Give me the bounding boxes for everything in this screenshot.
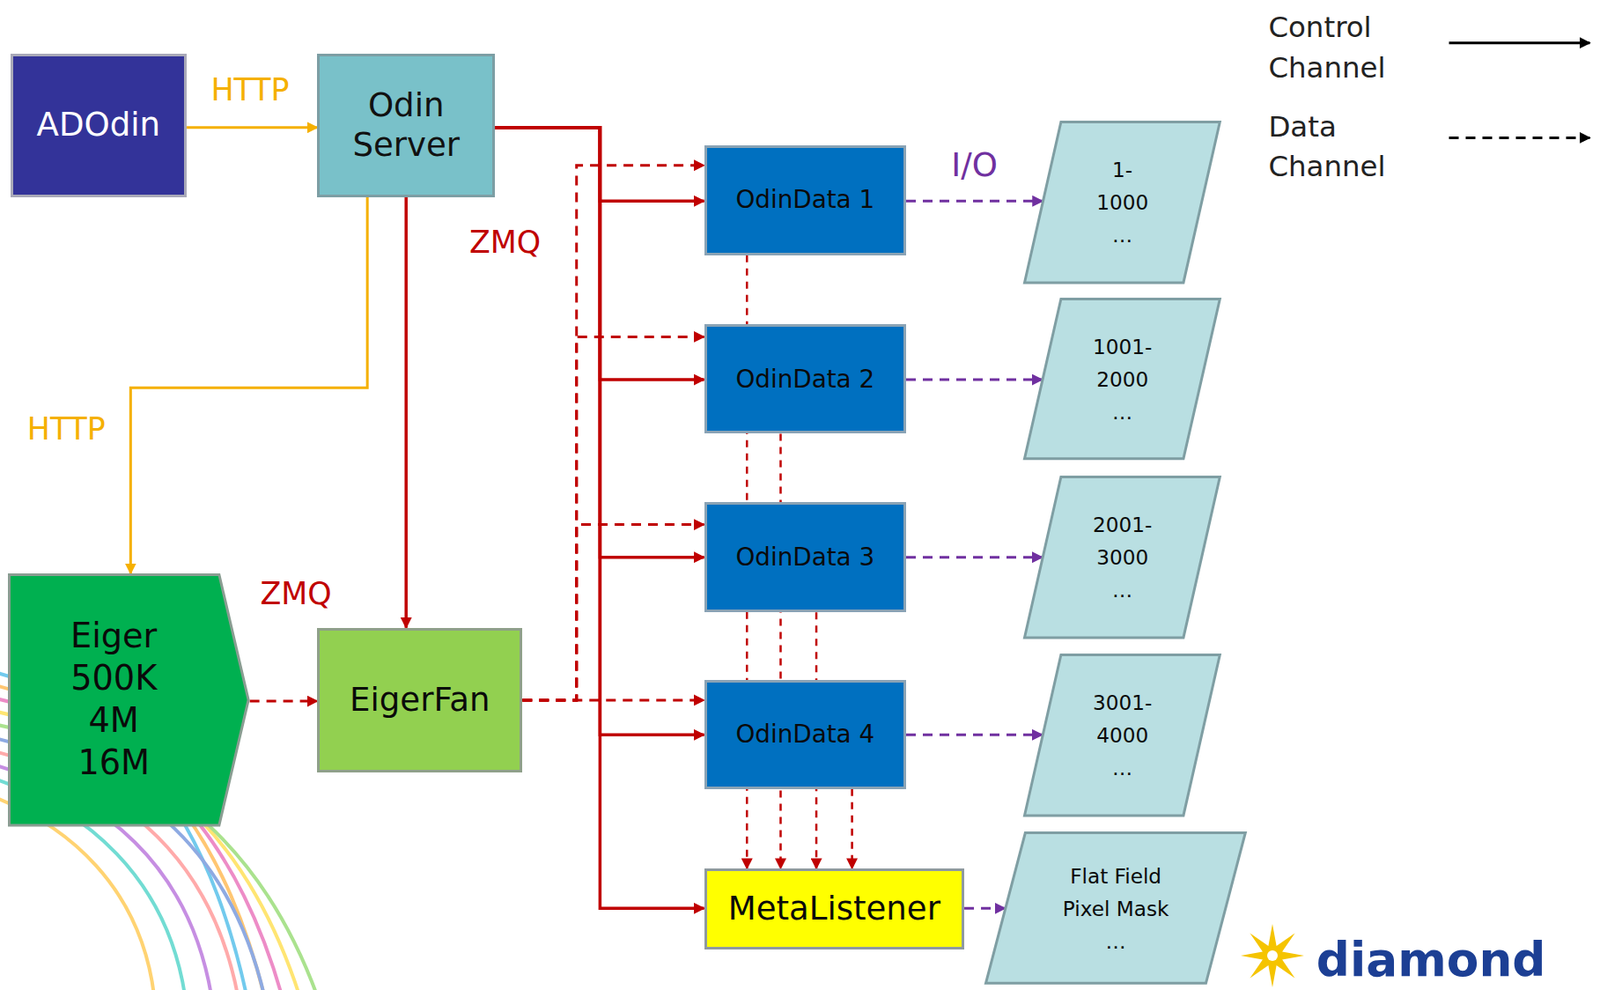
data-connector — [250, 700, 318, 703]
file-shape-outline-path — [1024, 477, 1221, 638]
node-text: 2001- 3000 … — [1092, 508, 1152, 606]
node-text: MetaListener — [728, 889, 941, 929]
node-text: OdinData 1 — [735, 184, 875, 214]
node-text: 1001- 2000 … — [1092, 330, 1152, 428]
connector-label: HTTP — [27, 412, 106, 446]
detector-box-outline — [7, 573, 251, 826]
node-content: OdinData 2 — [707, 326, 904, 431]
listener-box: MetaListener — [704, 868, 965, 950]
file-shape-outline-path — [1024, 121, 1221, 282]
file-shape-outline-path — [986, 833, 1247, 984]
process-box: OdinData 1 — [704, 145, 907, 256]
node-text: EigerFan — [349, 680, 490, 720]
node-content: 1- 1000 … — [1023, 120, 1222, 284]
node-content: Eiger 500K 4M 16M — [7, 573, 251, 826]
io-connector — [964, 906, 1005, 910]
protocol-label: ZMQ — [469, 225, 541, 259]
node-text: Eiger 500K 4M 16M — [70, 615, 157, 784]
logo-wordmark: diamond — [1316, 936, 1547, 984]
file-shape: Flat FieldPixel Mask… — [984, 831, 1247, 985]
process-box: OdinData 4 — [704, 679, 907, 789]
node-content: 1001- 2000 … — [1023, 297, 1222, 460]
process-box: OdinData 3 — [704, 501, 907, 612]
node-content: Flat FieldPixel Mask… — [984, 831, 1247, 985]
io-connector — [906, 199, 1043, 203]
fan-box: EigerFan — [317, 627, 523, 774]
node-text: OdinData 4 — [735, 719, 875, 749]
node-text: OdinData 3 — [735, 542, 875, 572]
node-text: 1- 1000 … — [1096, 153, 1149, 251]
node-text: ADOdin — [36, 105, 161, 145]
connector-label: I/O — [951, 147, 998, 184]
data-connector — [522, 524, 704, 701]
file-shape-outline-path — [1024, 299, 1221, 459]
node-content: ADOdin — [13, 56, 185, 194]
file-shape: 1001- 2000 … — [1023, 297, 1222, 460]
legend-text: Data Channel — [1268, 107, 1386, 188]
data-connector — [850, 788, 854, 869]
client-box: ADOdin — [10, 53, 187, 197]
connector-label: HTTP — [210, 73, 289, 107]
legend-samples — [1448, 43, 1590, 139]
node-content: EigerFan — [319, 630, 520, 771]
node-text: OdinData 2 — [735, 364, 875, 394]
io-connector — [906, 555, 1043, 559]
connector-label: ZMQ — [259, 576, 332, 611]
node-content: Odin Server — [319, 56, 493, 194]
node-content: 3001- 4000 … — [1023, 653, 1222, 817]
io-connector — [906, 378, 1043, 382]
detector-box-outline-path — [9, 575, 250, 826]
data-connector — [779, 433, 782, 869]
logo-core — [1267, 950, 1278, 961]
data-connector — [522, 698, 704, 701]
node-content: OdinData 3 — [707, 504, 904, 610]
node-text: Pixel Mask — [1062, 892, 1170, 925]
legend-text: Control Channel — [1268, 7, 1386, 89]
server-box: Odin Server — [317, 53, 495, 197]
file-shape: 2001- 3000 … — [1023, 475, 1222, 639]
node-content: 2001- 3000 … — [1023, 475, 1222, 639]
node-text: Flat Field — [1069, 859, 1162, 893]
process-box: OdinData 2 — [704, 324, 907, 434]
control-connector — [404, 197, 408, 628]
data-connector — [522, 165, 704, 701]
file-shape-outline-path — [1024, 654, 1221, 815]
detector-box: Eiger 500K 4M 16M — [7, 573, 251, 826]
logo-star — [1240, 923, 1305, 988]
file-shape: 1- 1000 … — [1023, 120, 1222, 284]
io-connector — [906, 733, 1043, 737]
http-connector — [186, 125, 318, 129]
http-connector — [130, 197, 368, 575]
node-text: Odin Server — [330, 86, 482, 165]
node-content: MetaListener — [707, 870, 962, 947]
legend-sample — [1448, 136, 1590, 140]
node-text: … — [1105, 924, 1127, 958]
data-connector — [522, 336, 704, 701]
node-text: 3001- 4000 … — [1092, 685, 1152, 784]
legend-sample — [1448, 41, 1590, 45]
node-content: OdinData 4 — [707, 682, 904, 787]
file-shape: 3001- 4000 … — [1023, 653, 1222, 817]
node-content: OdinData 1 — [707, 147, 904, 253]
